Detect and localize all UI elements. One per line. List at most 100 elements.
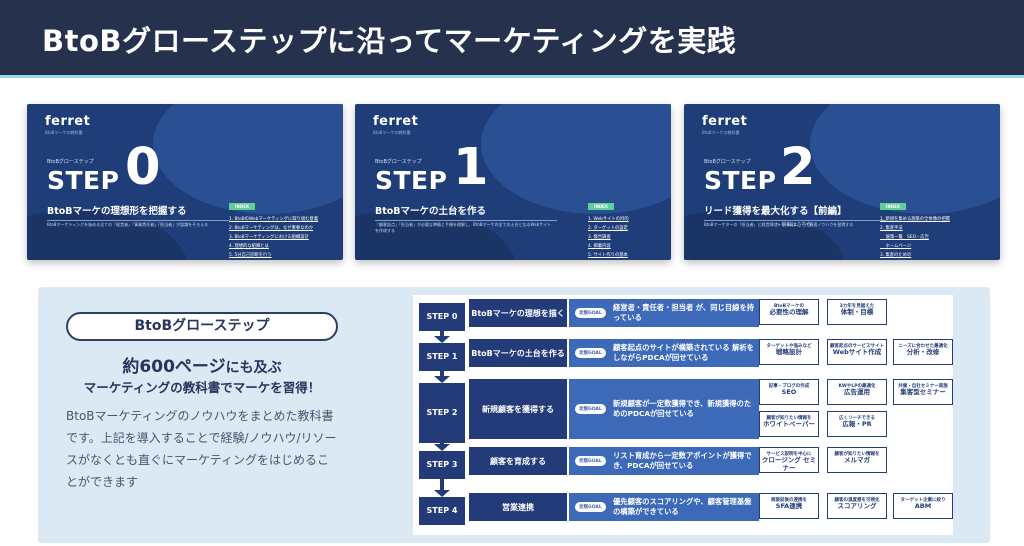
slide-brand-subtitle: BtoBマーケの教科書 bbox=[702, 130, 740, 135]
step-label: STEP 3 bbox=[419, 451, 465, 479]
goal-text: 顧客起点のサイトが構築されている 解析をしながらPDCAが回せている bbox=[613, 343, 754, 362]
slide-index-item-text: 3. BtoBマーケティングにおける組織設計 bbox=[229, 235, 309, 240]
tag-caption: ニーズに合わせた最適化 bbox=[898, 344, 948, 349]
slide-index-item[interactable]: 施策一覧 SEO・広告 bbox=[880, 233, 988, 242]
tag-label: 必要性の理解 bbox=[769, 308, 809, 317]
slide-index-list: 1. Webサイトの目的 2. ターゲットの設定 3. 競合調査 4. 掲載内容 5. … bbox=[588, 215, 671, 260]
slide-index-item-text: 2. BtoBマーケティングは、なぜ重要なのか bbox=[229, 226, 314, 231]
step-goal: 状態GOAL リスト育成から一定数アポイントが獲得でき、PDCAが回せている bbox=[569, 447, 759, 475]
slide-index-item[interactable]: 2. 集客手法 bbox=[880, 224, 988, 233]
tag-caption: 顧客が知りたい情報を bbox=[834, 452, 880, 457]
step-tactic-tag: 顧客の温度感を可視化スコアリング bbox=[827, 493, 887, 519]
step-label: STEP 4 bbox=[419, 497, 465, 525]
step-connector bbox=[440, 371, 444, 377]
tag-caption: 顧客起点のサービスサイト bbox=[830, 344, 884, 349]
arrow-down-icon bbox=[434, 336, 450, 343]
slide-index-item[interactable]: 3. 集客のための bbox=[880, 251, 988, 260]
step-tactic-tag: 顧客が知りたい情報をホワイトペーパー bbox=[759, 411, 819, 437]
slide-index-item[interactable]: 4. 理想的な組織とは bbox=[229, 242, 337, 251]
step-connector bbox=[440, 331, 444, 337]
slide-index-item[interactable]: 4. 掲載内容 bbox=[588, 242, 671, 251]
slide-index-item-text: 2. ターゲットの設定 bbox=[588, 226, 628, 231]
slide-description: BtoBマーケターの「担当者」と経営陣がトライ＆エラーで最適ノウハウを習得する bbox=[704, 222, 854, 227]
slide-subtitle: BtoBマーケの理想形を把握する bbox=[47, 203, 229, 221]
slide-description: BtoBマーケティングを始める全ての「経営者」「事業責任者」「担当者」が認識をそ… bbox=[47, 222, 209, 227]
step-title: 新規顧客を獲得する bbox=[469, 379, 567, 439]
goal-text: リスト育成から一定数アポイントが獲得でき、PDCAが回せている bbox=[613, 451, 752, 470]
step-goal: 状態GOAL 経営者・責任者・担当者 が、同じ目線を持っている bbox=[569, 299, 759, 327]
lead-suffix: にも及ぶ bbox=[225, 360, 282, 376]
slide-index-item-text: 1. Webサイトの目的 bbox=[588, 217, 629, 222]
slide-index-item-text: 1. BtoBのWebマーケティングに取り組む意義 bbox=[229, 217, 319, 222]
slide-index-item[interactable]: 3. BtoBマーケティングにおける組織設計 bbox=[229, 233, 337, 242]
slide-index-item-text: 4. 掲載内容 bbox=[588, 244, 611, 249]
slide-brand-logo: ferret bbox=[702, 114, 748, 129]
slide-brand-subtitle: BtoBマーケの教科書 bbox=[373, 130, 411, 135]
slide-step-word: STEP bbox=[704, 166, 777, 195]
slide-kicker: BtoBグローステップ bbox=[704, 159, 751, 165]
slide-index-tag: INDEX bbox=[880, 203, 906, 210]
step-tactic-tag: 共催・自社セミナー実施集客型セミナー bbox=[893, 379, 953, 405]
slide-step-word: STEP bbox=[47, 166, 120, 195]
step-goal: 状態GOAL 顧客起点のサイトが構築されている 解析をしながらPDCAが回せている bbox=[569, 339, 759, 367]
slide-index-item[interactable]: ホームページ bbox=[880, 242, 988, 251]
slide-step-word: STEP bbox=[375, 166, 448, 195]
slide-index-item[interactable]: 1. 新規を集める施策の全体像の把握 bbox=[880, 215, 988, 224]
tag-caption: ターゲット企業に絞り bbox=[900, 498, 946, 503]
slide-index-item[interactable]: 1. BtoBのWebマーケティングに取り組む意義 bbox=[229, 215, 337, 224]
tag-label: 広報・PR bbox=[842, 420, 872, 429]
slide-more-link[interactable]: ▷ 前編はこちら bbox=[776, 222, 812, 228]
tag-label: 集客型セミナー bbox=[900, 388, 946, 397]
tag-label: 広告運用 bbox=[844, 388, 870, 397]
tag-label: メルマガ bbox=[844, 456, 870, 465]
tag-label: スコアリング bbox=[837, 502, 877, 511]
slide-index-item[interactable]: 2. ターゲットの設定 bbox=[588, 224, 671, 233]
slide-index-item-text: 3. 集客のための bbox=[880, 253, 912, 258]
slide-description: 「顧客起点」「担当者」が必要な準備と手順を理解し、BtoBマーケの全ての土台とな… bbox=[375, 222, 552, 234]
slide-index-item-text: 1. 新規を集める施策の全体像の把握 bbox=[880, 217, 950, 222]
goal-badge: 状態GOAL bbox=[575, 456, 606, 466]
tag-label: 体制・目標 bbox=[840, 308, 874, 317]
step-title: 顧客を育成する bbox=[469, 447, 567, 475]
lead-page-count: 約600ページ bbox=[122, 357, 226, 377]
slide-index-item[interactable]: 2. BtoBマーケティングは、なぜ重要なのか bbox=[229, 224, 337, 233]
slide-index-item[interactable]: 5. サイト作りの基本 bbox=[588, 251, 671, 260]
step-tactic-tag: 3カ年を見据えた体制・目標 bbox=[827, 299, 887, 325]
goal-badge: 状態GOAL bbox=[575, 348, 606, 358]
slide-index-item-text: ホームページ bbox=[880, 244, 912, 249]
slide-index-item-text: 3. 競合調査 bbox=[588, 235, 611, 240]
step-tactic-tag: サービス説明を中心にクロージング セミナー bbox=[759, 447, 819, 473]
slide-index-item[interactable]: 3. 競合調査 bbox=[588, 233, 671, 242]
page-header: BtoBグローステップに沿ってマーケティングを実践 bbox=[0, 0, 1024, 78]
slide-index-item-text: 2. 集客手法 bbox=[880, 226, 903, 231]
step-title: 営業連携 bbox=[469, 493, 567, 521]
goal-badge: 状態GOAL bbox=[575, 308, 606, 318]
goal-text: 経営者・責任者・担当者 が、同じ目線を持っている bbox=[613, 303, 755, 322]
tag-caption: 記事・ブログの作成 bbox=[768, 384, 810, 389]
slide-index-item[interactable]: 5. 5分自己診断を行う bbox=[229, 251, 337, 260]
tag-label: ABM bbox=[914, 502, 932, 511]
goal-badge: 状態GOAL bbox=[575, 502, 606, 512]
tag-label: クロージング セミナー bbox=[761, 456, 817, 473]
goal-badge: 状態GOAL bbox=[575, 404, 606, 414]
tag-caption: サービス説明を中心に bbox=[766, 452, 812, 457]
tag-caption: 商談前後の連携を bbox=[771, 498, 807, 503]
slide-brand-subtitle: BtoBマーケの教科書 bbox=[45, 130, 83, 135]
slide-brand-logo: ferret bbox=[373, 114, 419, 129]
tag-caption: KWやLPの最適化 bbox=[838, 384, 876, 389]
slide-index-item[interactable]: 1. Webサイトの目的 bbox=[588, 215, 671, 224]
slide-brand-logo: ferret bbox=[45, 114, 91, 129]
slide-index-item-text: 施策一覧 SEO・広告 bbox=[880, 235, 929, 240]
